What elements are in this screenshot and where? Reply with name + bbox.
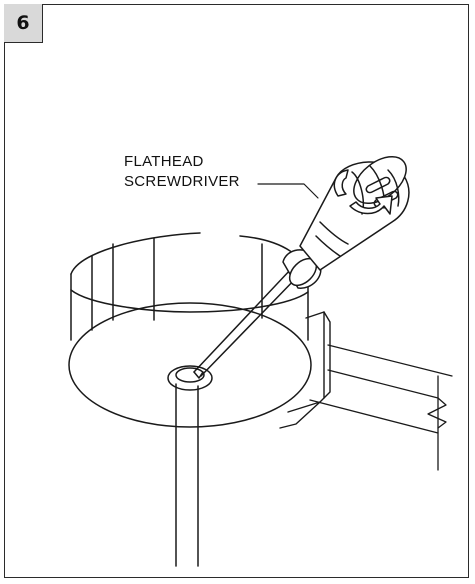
- screwdriver-callout: FLATHEAD SCREWDRIVER: [124, 152, 240, 192]
- canopy-screw: [167, 365, 213, 391]
- callout-line-1: FLATHEAD: [124, 153, 204, 170]
- instruction-panel: [4, 4, 469, 578]
- mounting-bracket: [279, 311, 331, 429]
- curved-arrow-icon: [333, 169, 393, 215]
- callout-leader: [257, 183, 319, 199]
- downrod: [175, 383, 199, 567]
- canopy: [68, 232, 312, 428]
- flathead-screwdriver-icon: [193, 155, 410, 379]
- step-number-badge: 6: [4, 4, 43, 43]
- callout-line-2: SCREWDRIVER: [124, 173, 240, 190]
- step-number: 6: [16, 12, 30, 34]
- ceiling-beam: [309, 344, 453, 471]
